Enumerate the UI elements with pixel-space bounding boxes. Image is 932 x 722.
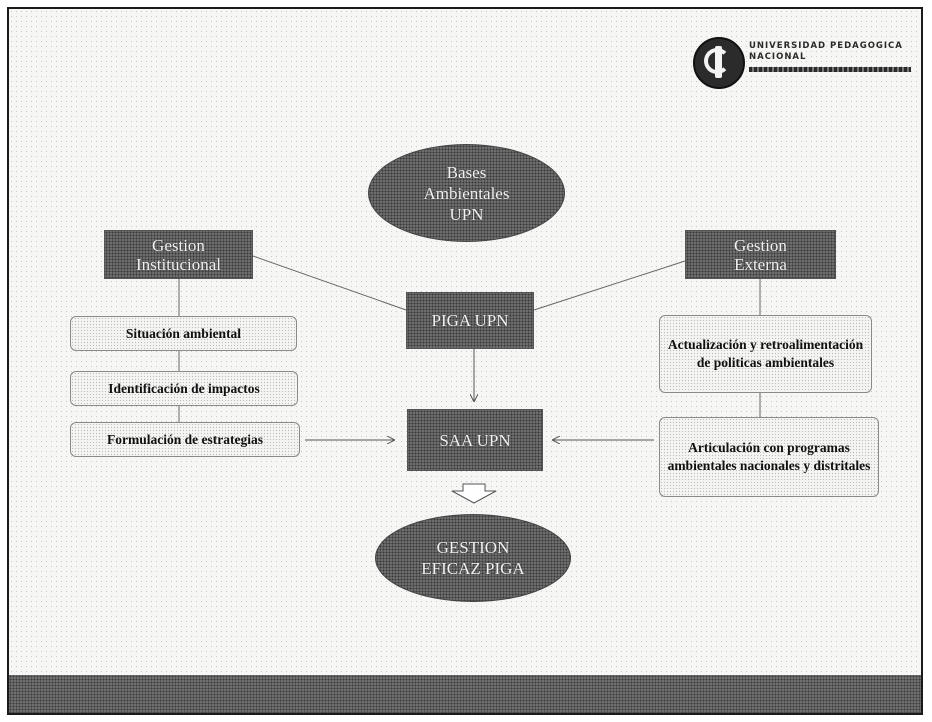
footer-band [9, 675, 921, 713]
formulacion-estrategias-label: Formulación de estrategias [107, 431, 263, 447]
situacion-ambiental-label: Situación ambiental [125, 325, 242, 341]
line-institucional-piga [252, 255, 407, 311]
articulacion-node: Articulación con programas ambientales n… [659, 417, 879, 497]
line-externa-piga [533, 260, 686, 311]
saa-upn-node: SAA UPN [407, 409, 543, 471]
piga-upn-label: PIGA UPN [431, 311, 509, 330]
saa-upn-label: SAA UPN [439, 430, 511, 450]
bases-ambientales-node: Bases Ambientales UPN [368, 144, 565, 242]
piga-upn-node: PIGA UPN [406, 292, 534, 349]
identificacion-impactos-label: Identificación de impactos [108, 380, 260, 396]
gestion-eficaz-label: GESTION EFICAZ PIGA [421, 538, 525, 578]
actualizacion-node: Actualización y retroalimentación de pol… [659, 315, 872, 393]
gestion-externa-label: Gestion Externa [734, 235, 787, 274]
situacion-ambiental-node: Situación ambiental [70, 316, 297, 351]
gestion-institucional-label: Gestion Institucional [136, 235, 221, 274]
university-logo: UNIVERSIDAD PEDAGOGICA NACIONAL [685, 33, 917, 93]
actualizacion-label: Actualización y retroalimentación de pol… [667, 337, 864, 370]
bases-ambientales-label: Bases Ambientales UPN [423, 162, 510, 224]
logo-line-2: NACIONAL [749, 52, 807, 62]
slide: UNIVERSIDAD PEDAGOGICA NACIONAL Bases Am… [7, 7, 923, 715]
articulacion-label: Articulación con programas ambientales n… [667, 440, 871, 473]
gestion-externa-node: Gestion Externa [685, 230, 836, 279]
upn-emblem-icon [693, 37, 745, 89]
block-arrow-down [451, 483, 497, 504]
connectors [178, 255, 761, 504]
gestion-institucional-node: Gestion Institucional [104, 230, 253, 279]
gestion-eficaz-node: GESTION EFICAZ PIGA [375, 514, 571, 602]
logo-line-1: UNIVERSIDAD PEDAGOGICA [749, 41, 903, 51]
logo-wordmark: UNIVERSIDAD PEDAGOGICA NACIONAL [749, 41, 903, 63]
formulacion-estrategias-node: Formulación de estrategias [70, 422, 300, 457]
logo-underline-bar [749, 67, 911, 72]
identificacion-impactos-node: Identificación de impactos [70, 371, 298, 406]
